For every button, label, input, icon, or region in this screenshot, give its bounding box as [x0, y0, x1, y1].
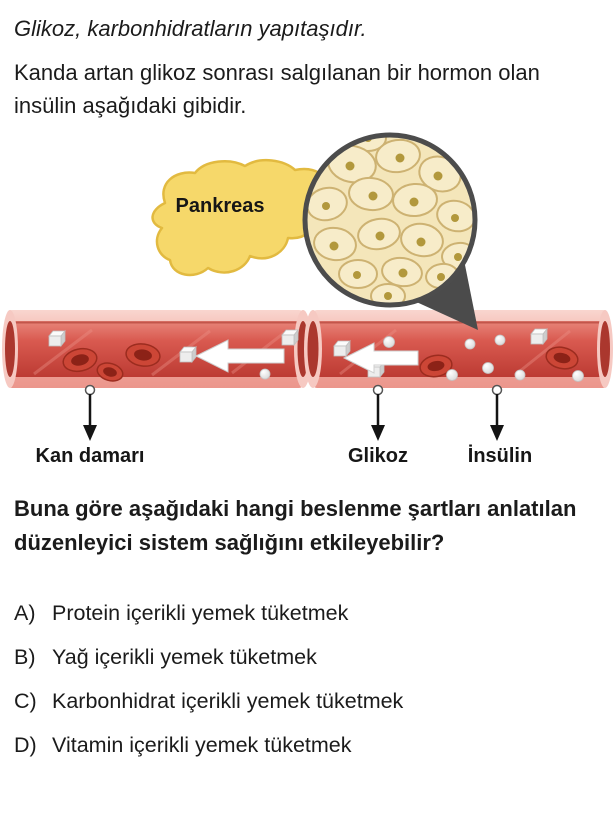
- glucose-cube: [333, 339, 351, 357]
- option-letter: A): [14, 600, 36, 625]
- insulin-label: İnsülin: [468, 444, 532, 467]
- option-a[interactable]: A) Protein içerikli yemek tüketmek: [14, 600, 601, 628]
- pointer-vessel: [83, 384, 97, 441]
- option-c[interactable]: C) Karbonhidrat içerikli yemek tüketmek: [14, 688, 601, 716]
- option-d[interactable]: D) Vitamin içerikli yemek tüketmek: [14, 732, 601, 760]
- blood-vessel-right: [304, 309, 613, 388]
- flow-arrow-left: [194, 338, 285, 373]
- option-text: Yağ içerikli yemek tüketmek: [52, 644, 317, 669]
- insulin-sphere: [446, 368, 458, 381]
- option-text: Vitamin içerikli yemek tüketmek: [52, 732, 352, 757]
- option-text: Protein içerikli yemek tüketmek: [52, 600, 349, 625]
- question-section: Buna göre aşağıdaki hangi beslenme şartl…: [0, 492, 615, 760]
- intro-paragraph: Kanda artan glikoz sonrası salgılanan bi…: [14, 59, 540, 118]
- red-blood-cell: [419, 354, 453, 378]
- red-blood-cell: [545, 346, 579, 370]
- red-blood-cell: [96, 362, 124, 382]
- vessel-label: Kan damarı: [36, 445, 145, 467]
- pointer-glucose: [371, 384, 385, 441]
- insulin-sphere: [514, 369, 526, 381]
- glucose-cube: [48, 329, 66, 347]
- glucose-cube: [179, 345, 197, 363]
- insulin-sphere: [482, 361, 494, 374]
- intro-section: Glikoz, karbonhidratların yapıtaşıdır. K…: [0, 14, 615, 122]
- insulin-sphere: [464, 338, 476, 350]
- red-blood-cell: [125, 342, 161, 367]
- flow-arrow-right: [342, 341, 419, 374]
- option-letter: C): [14, 688, 37, 713]
- down-arrow-icon: [83, 424, 97, 441]
- pancreas-label: Pankreas: [176, 195, 265, 217]
- option-letter: D): [14, 732, 37, 757]
- red-blood-cell: [62, 347, 98, 372]
- option-b[interactable]: B) Yağ içerikli yemek tüketmek: [14, 644, 601, 672]
- glucose-cube: [281, 328, 299, 346]
- insulin-sphere: [572, 369, 584, 382]
- intro-italic-line: Glikoz, karbonhidratların yapıtaşıdır.: [14, 16, 367, 41]
- blood-vessel-left: [2, 309, 312, 388]
- option-letter: B): [14, 644, 36, 669]
- insulin-sphere: [383, 335, 395, 348]
- zoom-circle: [302, 132, 478, 308]
- glucose-cube: [530, 327, 548, 345]
- options-list: A) Protein içerikli yemek tüketmek B) Ya…: [14, 600, 601, 760]
- pancreas-cells: [307, 136, 473, 303]
- cell-nuclei: [322, 136, 462, 300]
- glucose-label: Glikoz: [348, 445, 408, 467]
- down-arrow-icon: [371, 424, 385, 441]
- down-arrow-icon: [490, 424, 504, 441]
- insulin-sphere: [494, 334, 506, 346]
- pointer-insulin: [490, 384, 504, 441]
- biology-figure: Pankreas: [2, 132, 613, 467]
- option-text: Karbonhidrat içerikli yemek tüketmek: [52, 688, 404, 713]
- insulin-sphere: [259, 368, 271, 380]
- question-text: Buna göre aşağıdaki hangi beslenme şartl…: [14, 495, 577, 555]
